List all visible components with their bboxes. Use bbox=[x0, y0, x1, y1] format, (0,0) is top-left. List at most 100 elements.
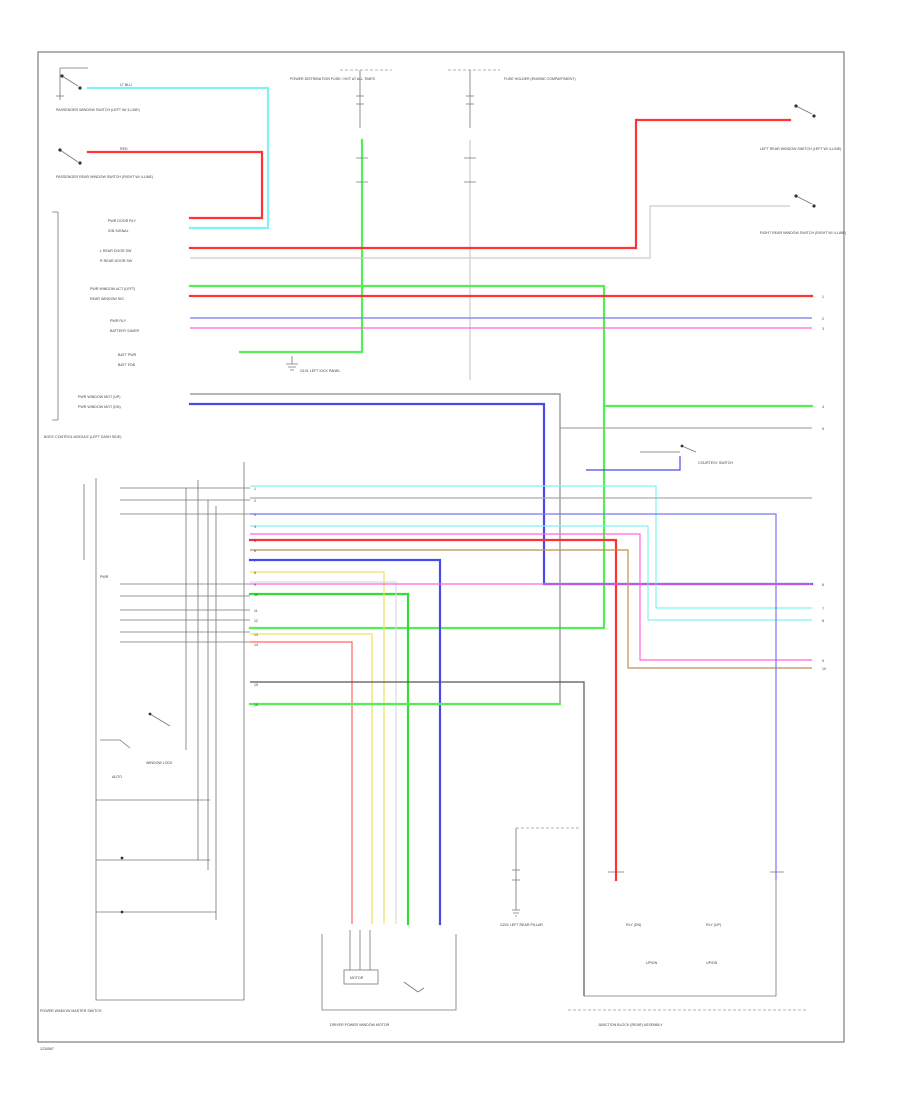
svg-text:13: 13 bbox=[254, 633, 258, 637]
wire-wht-motor bbox=[250, 581, 397, 924]
wire-blu-bundle bbox=[250, 513, 777, 880]
wire-lt-blu-top bbox=[86, 86, 270, 230]
svg-text:4: 4 bbox=[254, 525, 256, 529]
svg-text:4: 4 bbox=[822, 405, 824, 409]
svg-text:2: 2 bbox=[254, 499, 256, 503]
wire-red-right bbox=[188, 118, 792, 250]
wire-blk-lower bbox=[250, 681, 585, 996]
diagram-frame bbox=[37, 51, 845, 1043]
svg-text:15: 15 bbox=[254, 683, 258, 687]
fuse-right-label: FUSE HOLDER (ENGINE COMPARTMENT) bbox=[504, 77, 576, 81]
left-rear-switch-label: LEFT REAR WINDOW SWITCH (LEFT W/ 4-LINE) bbox=[760, 147, 841, 151]
wire-red-bundle bbox=[248, 538, 618, 882]
motor-label: MOTOR bbox=[350, 976, 364, 980]
bcm-label-column: PWR DOOR RLY IGN SIGNAL L REAR DOOR SW R… bbox=[78, 219, 139, 409]
courtesy-switch: COURTESY SWITCH bbox=[680, 444, 733, 465]
svg-text:9: 9 bbox=[254, 583, 256, 587]
junction-relay-r-status: UP/DN bbox=[706, 961, 718, 965]
bcm-label-10: PWR WINDOW MOT (UP) bbox=[78, 395, 120, 399]
svg-text:7: 7 bbox=[822, 607, 824, 611]
right-rear-switch: RIGHT REAR WINDOW SWITCH (RIGHT W/ 4-LIN… bbox=[760, 194, 846, 235]
bcm-label: BODY CONTROL MODULE (LEFT DASH SIDE) bbox=[44, 435, 121, 439]
wire-pnk-bundle bbox=[250, 533, 812, 661]
bcm-label-7: BATTERY SAVER bbox=[110, 329, 139, 333]
svg-text:8: 8 bbox=[822, 619, 824, 623]
right-pin-numbers: 1 2 3 4 5 6 7 8 9 10 bbox=[822, 295, 826, 671]
bcm-bracket bbox=[52, 211, 59, 421]
wire-yel-motor bbox=[250, 571, 385, 924]
bcm-label-11: PWR WINDOW MOT (DN) bbox=[78, 405, 121, 409]
wire-blk-bcm bbox=[190, 393, 561, 704]
wire-grn-bcm-1 bbox=[188, 284, 606, 630]
courtesy-switch-label: COURTESY SWITCH bbox=[698, 461, 733, 465]
junction-relay-l-label: RLY (DN) bbox=[626, 923, 641, 927]
bcm-label-9: BATT FDB bbox=[118, 363, 136, 367]
bcm-label-6: PWR RLY bbox=[110, 319, 127, 323]
junction-relay-r-label: RLY (UP) bbox=[706, 923, 721, 927]
passenger-window-switch: PASSENGER WINDOW SWITCH (LEFT W/ 4-LINE) bbox=[56, 67, 140, 112]
wire-red-top bbox=[86, 150, 264, 220]
svg-text:3: 3 bbox=[254, 513, 256, 517]
wire-lt-blu-bundle bbox=[250, 525, 812, 621]
passenger-window-switch-label: PASSENGER WINDOW SWITCH (LEFT W/ 4-LINE) bbox=[56, 108, 140, 112]
wire-blu-courtesy bbox=[586, 456, 681, 471]
ground-left-label: G101 LEFT KICK PANEL bbox=[300, 369, 340, 373]
svg-text:1: 1 bbox=[254, 487, 256, 491]
svg-text:5: 5 bbox=[822, 427, 824, 431]
svg-text:10: 10 bbox=[254, 593, 258, 597]
wire-code-ltblu-1: LT BLU bbox=[120, 83, 132, 87]
passenger-rear-switch: PASSENGER REAR WINDOW SWITCH (RIGHT W/ 4… bbox=[56, 148, 153, 179]
svg-text:9: 9 bbox=[822, 659, 824, 663]
fuse-left-label: POWER DISTRIBUTION FUSE / HOT AT ALL TIM… bbox=[290, 77, 376, 81]
bcm-label-3: R REAR DOOR SW bbox=[100, 259, 133, 263]
master-switch-frame bbox=[95, 462, 245, 1001]
wire-org-motor bbox=[250, 641, 353, 924]
wire-brn-bundle bbox=[250, 549, 812, 669]
junction-relay-l-status: UP/DN bbox=[646, 961, 658, 965]
svg-text:6: 6 bbox=[822, 583, 824, 587]
svg-text:6: 6 bbox=[254, 549, 256, 553]
bcm-label-4: PWR WINDOW ACT (LEFT) bbox=[90, 287, 135, 291]
svg-text:11: 11 bbox=[254, 609, 258, 613]
ground-left: G101 LEFT KICK PANEL bbox=[286, 356, 340, 373]
bcm-label-0: PWR DOOR RLY bbox=[108, 219, 136, 223]
ground-mid-label: G202 LEFT REAR PILLAR bbox=[500, 923, 543, 927]
wire-code-red-1: RED bbox=[120, 147, 128, 151]
window-lock-label: WINDOW LOCK bbox=[146, 761, 173, 765]
master-switch-label: POWER WINDOW MASTER SWITCH bbox=[40, 1009, 102, 1013]
window-lock-switch: WINDOW LOCK bbox=[146, 712, 173, 765]
svg-text:7: 7 bbox=[254, 559, 256, 563]
junction-block-label: JUNCTION BLOCK (REAR) ASSEMBLY bbox=[598, 1023, 663, 1027]
svg-text:10: 10 bbox=[822, 667, 826, 671]
right-rear-switch-label: RIGHT REAR WINDOW SWITCH (RIGHT W/ 4-LIN… bbox=[760, 231, 846, 235]
passenger-rear-switch-label: PASSENGER REAR WINDOW SWITCH (RIGHT W/ 4… bbox=[56, 175, 153, 179]
svg-text:5: 5 bbox=[254, 539, 256, 543]
left-rear-switch: LEFT REAR WINDOW SWITCH (LEFT W/ 4-LINE) bbox=[760, 104, 841, 151]
svg-text:3: 3 bbox=[822, 327, 824, 331]
driver-motor-box: MOTOR DRIVER POWER WINDOW MOTOR bbox=[321, 930, 457, 1027]
bcm-label-1: IGN SIGNAL bbox=[108, 229, 129, 233]
wire-blu-motor bbox=[248, 558, 442, 926]
wire-grn-motor bbox=[248, 592, 410, 926]
fuse-box-left: POWER DISTRIBUTION FUSE / HOT AT ALL TIM… bbox=[290, 69, 392, 128]
svg-text:8: 8 bbox=[254, 571, 256, 575]
wire-grn-fuse bbox=[238, 138, 364, 354]
auto-switch: AUTO bbox=[100, 739, 131, 779]
wire-lt-blu-bundle-2 bbox=[250, 485, 812, 609]
ground-mid: G202 LEFT REAR PILLAR bbox=[500, 827, 580, 927]
wire-yel-motor-2 bbox=[250, 633, 373, 924]
bcm-label-5: REAR WINDOW SIG bbox=[90, 297, 124, 301]
wire-blu-long bbox=[188, 402, 814, 586]
svg-text:2: 2 bbox=[822, 317, 824, 321]
bcm-label-8: BATT PWR bbox=[118, 353, 137, 357]
fuse-box-right: FUSE HOLDER (ENGINE COMPARTMENT) bbox=[448, 69, 576, 128]
svg-text:16: 16 bbox=[254, 703, 258, 707]
svg-text:14: 14 bbox=[254, 643, 258, 647]
auto-label: AUTO bbox=[112, 775, 122, 779]
svg-text:1: 1 bbox=[822, 295, 824, 299]
driver-motor-label: DRIVER POWER WINDOW MOTOR bbox=[330, 1023, 390, 1027]
master-switch-pwr-label: PWR bbox=[100, 575, 109, 579]
junction-block: RLY (DN) RLY (UP) UP/DN UP/DN JUNCTION B… bbox=[568, 871, 808, 1027]
wire-wht-right bbox=[190, 205, 790, 259]
